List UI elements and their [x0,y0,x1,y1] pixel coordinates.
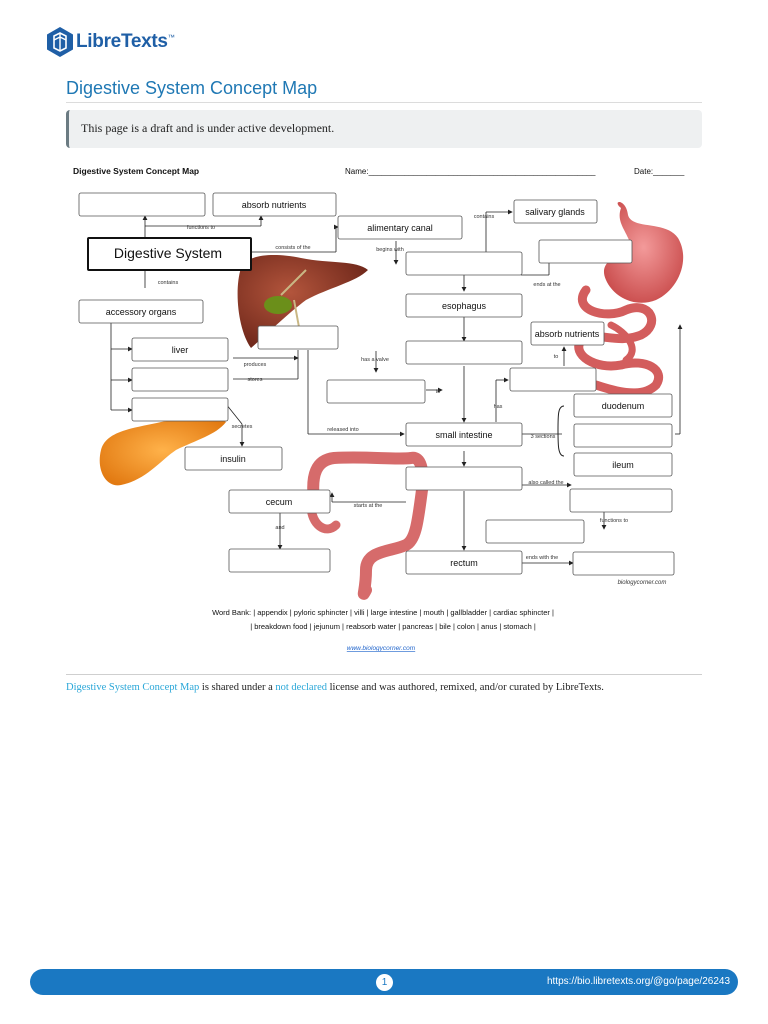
label-contains-top: contains [474,214,495,220]
box-insulin: insulin [220,454,246,464]
attribution-text-1: is shared under a [199,682,276,693]
blank-box-bile[interactable] [131,367,229,392]
license-link[interactable]: not declared [275,682,327,693]
box-esophagus: esophagus [442,301,487,311]
blank-box-villi[interactable] [509,367,597,392]
label-consists-of-the: consists of the [275,245,310,251]
date-field: Date:_______ [634,167,685,176]
label-begins-with: begins with [376,247,404,253]
blank-box-colon[interactable] [569,488,673,513]
blank-box-gallbladder[interactable] [257,325,339,350]
word-bank-line-2: | breakdown food | jejunum | reabsorb wa… [250,622,536,631]
label-functions-to-top: functions to [187,225,215,231]
label-to-right: to [554,354,559,360]
word-bank-line-1: Word Bank: | appendix | pyloric sphincte… [212,608,554,617]
label-three-sections: 3 sections [531,434,556,440]
connector-lines [110,209,683,566]
worksheet-title: Digestive System Concept Map [73,166,199,176]
libretexts-logo[interactable]: LibreTexts™ [46,26,175,58]
box-digestive-system: Digestive System [114,245,222,261]
blank-box-pyloric[interactable] [405,340,523,365]
label-produces: produces [244,362,267,368]
name-field: Name:___________________________________… [345,167,596,176]
blank-box-pancreas[interactable] [131,397,229,422]
blank-box-stomach[interactable] [538,239,633,264]
box-small-intestine: small intestine [435,430,492,440]
stomach-illustration [603,202,684,303]
label-has: has [494,404,503,410]
blank-box-jejunum[interactable] [573,423,673,448]
biologycorner-link[interactable]: www.biologycorner.com [347,645,416,652]
blank-box-function[interactable] [78,192,206,217]
box-absorb-nutrients-right: absorb nutrients [535,329,600,339]
attribution: Digestive System Concept Map is shared u… [66,682,604,693]
blank-box-mouth[interactable] [405,251,523,276]
label-starts-at-the: starts at the [354,503,383,509]
blank-box-anus[interactable] [572,551,675,576]
label-and: and [275,525,284,531]
logo-text: LibreTexts™ [76,31,175,52]
box-salivary-glands: salivary glands [525,207,585,217]
attribution-text-2: license and was authored, remixed, and/o… [327,682,604,693]
label-credit: biologycorner.com [618,580,667,586]
page-title: Digestive System Concept Map [66,78,318,98]
connector-labels: functions to consists of the contains be… [158,214,667,586]
box-ileum: ileum [612,460,634,470]
attribution-title-link[interactable]: Digestive System Concept Map [66,682,200,693]
blank-boxes [78,192,675,576]
label-stores: stores [248,377,263,383]
footer-divider [66,674,702,675]
libretexts-logo-icon [47,27,73,57]
blank-box-large-intestine[interactable] [405,466,523,491]
label-contains-left: contains [158,280,179,286]
label-released-into: released into [327,427,359,433]
label-ends-at-the: ends at the [533,282,560,288]
label-functions-to-bottom: functions to [600,518,628,524]
blank-box-reabsorb[interactable] [485,519,585,544]
pancreas-illustration [99,415,226,486]
box-duodenum: duodenum [602,401,645,411]
box-absorb-nutrients-top: absorb nutrients [242,200,307,210]
box-rectum: rectum [450,558,478,568]
labeled-boxes: absorb nutrients Digestive System alimen… [78,192,673,575]
box-cecum: cecum [266,497,293,507]
draft-notice: This page is a draft and is under active… [66,110,702,148]
label-also-called-the: also called the [528,480,563,486]
blank-box-cardiac[interactable] [326,379,426,404]
box-alimentary-canal: alimentary canal [367,223,433,233]
concept-map-worksheet: Digestive System Concept Map Name:______… [73,166,685,652]
label-ends-with-the: ends with the [526,555,558,561]
box-liver: liver [172,345,189,355]
label-to-mid: to [436,389,441,395]
draft-notice-text: This page is a draft and is under active… [81,121,335,135]
label-has-a-valve: has a valve [361,357,389,363]
box-accessory-organs: accessory organs [106,307,177,317]
page-number: 1 [376,974,393,991]
page-url[interactable]: https://bio.libretexts.org/@go/page/2624… [546,976,730,987]
label-secretes: secretes [232,424,253,430]
page-footer-bar: 1 https://bio.libretexts.org/@go/page/26… [30,969,738,995]
title-divider [66,102,702,103]
blank-box-appendix[interactable] [228,548,331,573]
